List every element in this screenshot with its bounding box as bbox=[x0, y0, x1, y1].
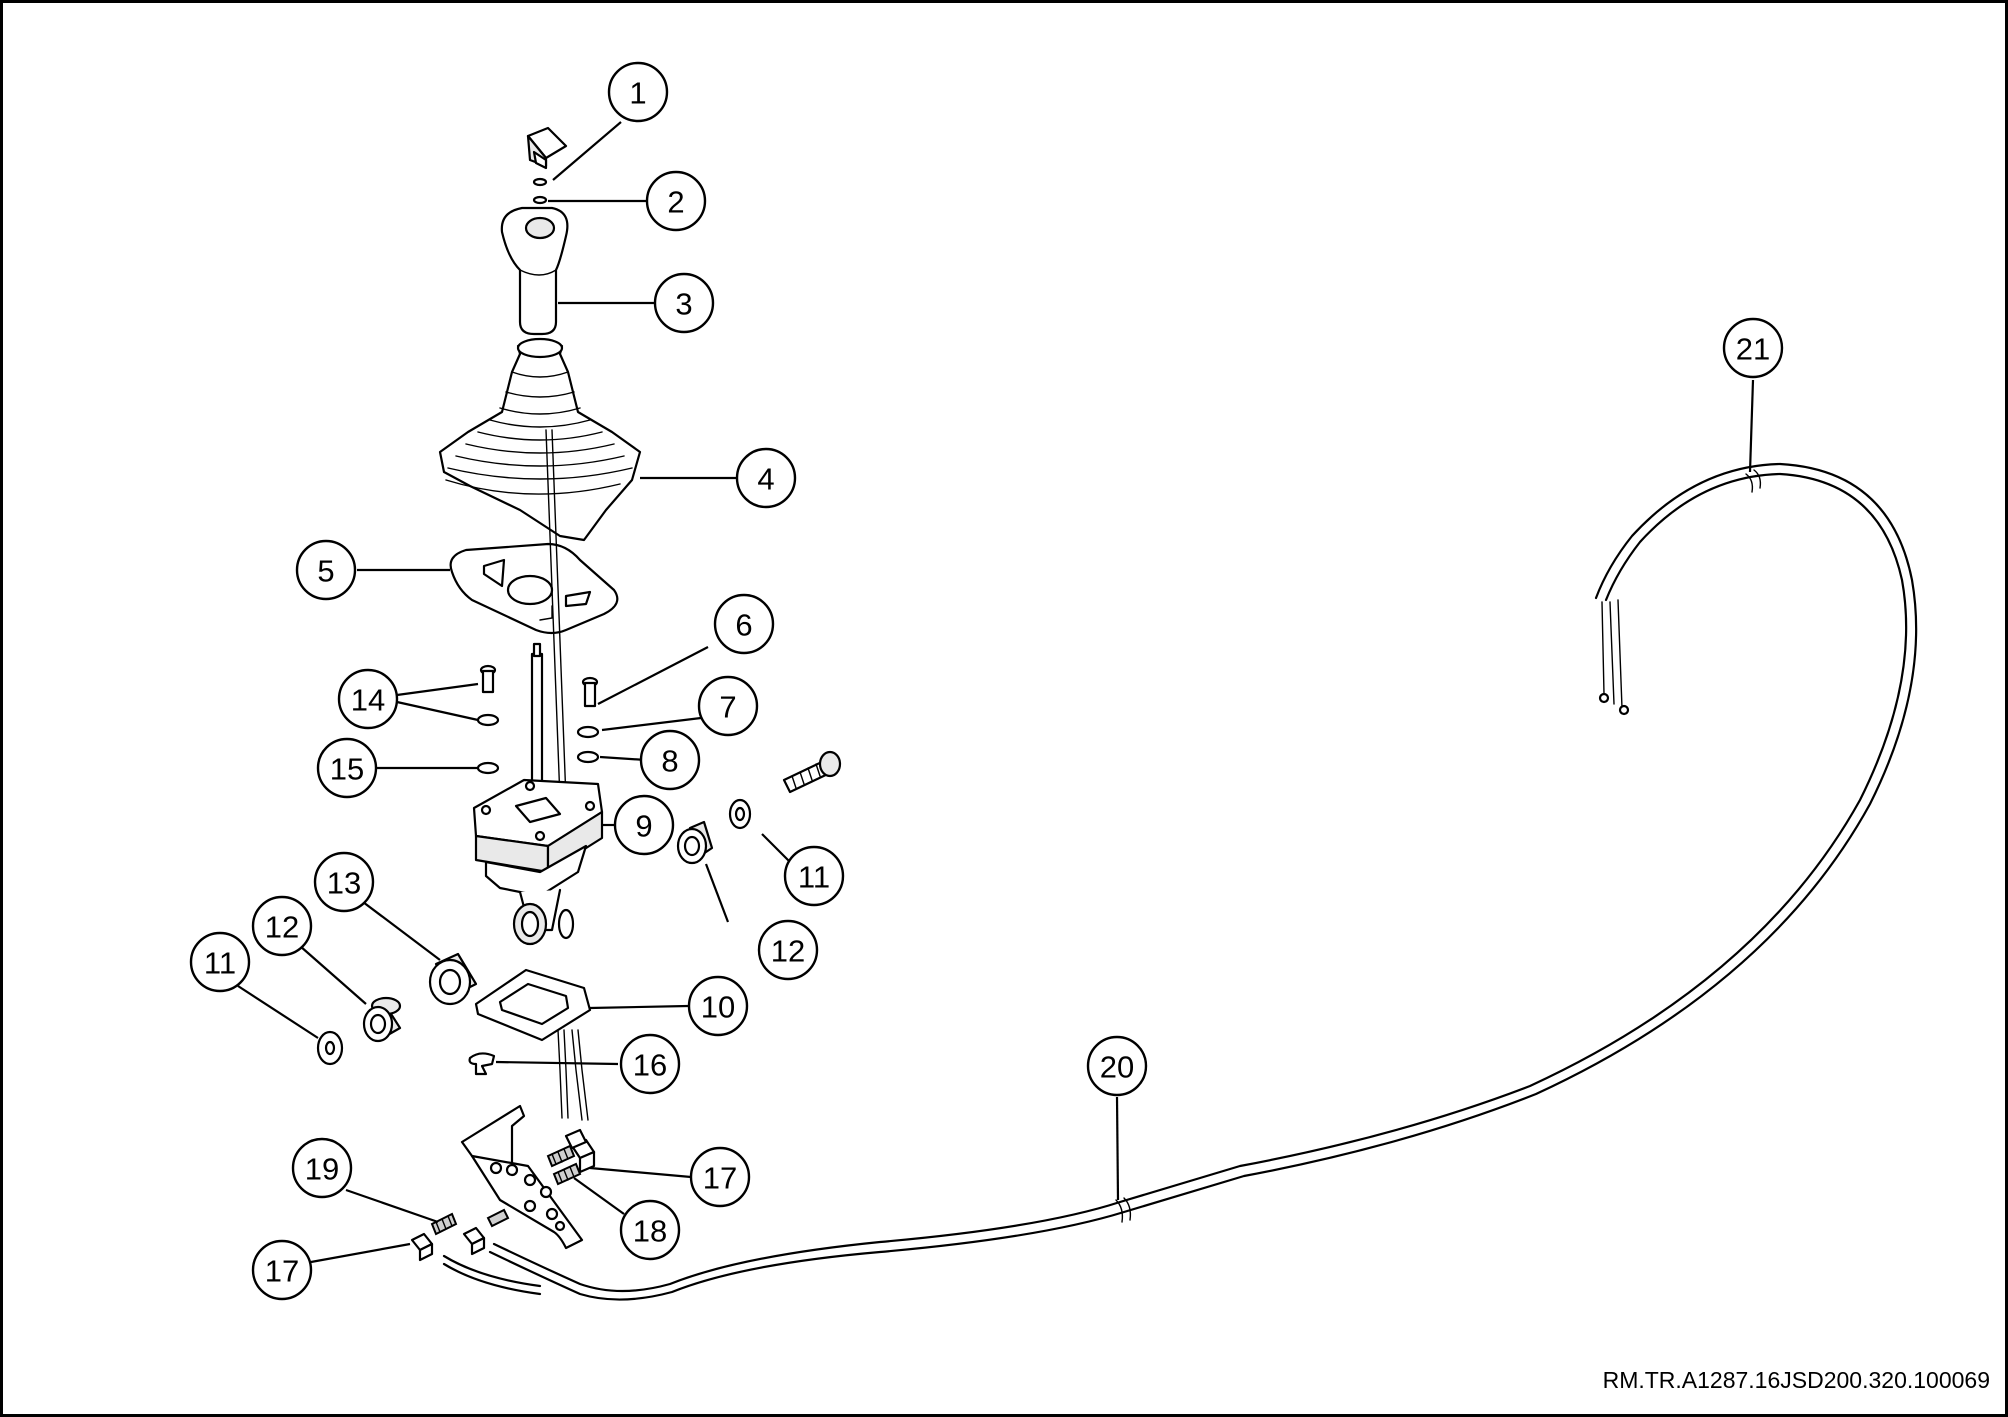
callout-8-label: 8 bbox=[661, 744, 678, 779]
part-bushing-12-left bbox=[362, 996, 402, 1043]
callout-21-label: 21 bbox=[1736, 332, 1770, 367]
callout-2-label: 2 bbox=[667, 185, 684, 220]
callout-7-label: 7 bbox=[719, 690, 736, 725]
callout-12-left-label: 12 bbox=[265, 910, 299, 945]
part-washer-15 bbox=[476, 761, 500, 775]
callout-12-right: 12 bbox=[757, 919, 819, 981]
callout-12-right-label: 12 bbox=[771, 934, 805, 969]
part-cable-bracket bbox=[460, 1104, 584, 1250]
callout-5: 5 bbox=[295, 539, 357, 601]
callout-13: 13 bbox=[313, 851, 375, 913]
callout-2: 2 bbox=[645, 170, 707, 232]
callout-6-label: 6 bbox=[735, 608, 752, 643]
part-small-o-ring bbox=[532, 177, 548, 205]
part-bushing-13 bbox=[428, 952, 478, 1006]
callout-8: 8 bbox=[639, 729, 701, 791]
callout-3: 3 bbox=[653, 272, 715, 334]
callout-19-label: 19 bbox=[305, 1152, 339, 1187]
reference-code: RM.TR.A1287.16JSD200.320.100069 bbox=[1603, 1367, 1990, 1393]
callout-5-label: 5 bbox=[317, 554, 334, 589]
callout-7: 7 bbox=[697, 675, 759, 737]
callout-11-left-label: 11 bbox=[204, 946, 236, 981]
part-cable-nut-upper bbox=[564, 1128, 596, 1174]
callout-15: 15 bbox=[316, 737, 378, 799]
callout-9: 9 bbox=[613, 794, 675, 856]
part-spring-19 bbox=[430, 1208, 510, 1236]
callout-leaders bbox=[237, 121, 1755, 1264]
part-shift-knob bbox=[500, 206, 569, 336]
callout-11-left: 11 bbox=[189, 931, 251, 993]
part-bushing-12-right bbox=[676, 820, 714, 865]
part-washer-14 bbox=[476, 713, 500, 727]
part-clip bbox=[468, 1052, 496, 1076]
part-shift-boot bbox=[438, 337, 642, 542]
callout-1: 1 bbox=[607, 61, 669, 123]
callout-10: 10 bbox=[687, 975, 749, 1037]
part-washer-11-right bbox=[728, 798, 752, 830]
callout-4-label: 4 bbox=[757, 462, 774, 497]
callouts: 1 2 3 4 5 6 7 8 9 10 11 11 12 12 13 14 1… bbox=[189, 61, 1784, 1301]
callout-20: 20 bbox=[1086, 1035, 1148, 1097]
callout-21: 21 bbox=[1722, 317, 1784, 379]
part-knob-cap bbox=[526, 126, 568, 170]
part-spring-upper bbox=[546, 1144, 582, 1186]
callout-14: 14 bbox=[337, 668, 399, 730]
part-washer-8 bbox=[576, 750, 600, 764]
callout-9-label: 9 bbox=[635, 809, 652, 844]
callout-18-label: 18 bbox=[633, 1214, 667, 1249]
callout-14-label: 14 bbox=[351, 683, 385, 718]
callout-12-left: 12 bbox=[251, 895, 313, 957]
part-cable-ends bbox=[557, 1029, 589, 1121]
part-shift-cable bbox=[442, 462, 1918, 1301]
callout-17-upper-label: 17 bbox=[703, 1161, 737, 1196]
callout-17-upper: 17 bbox=[689, 1146, 751, 1208]
callout-16-label: 16 bbox=[633, 1048, 667, 1083]
part-shifter-housing bbox=[472, 778, 604, 946]
part-cable-nut-lower bbox=[410, 1226, 486, 1262]
callout-11-right-label: 11 bbox=[798, 860, 830, 895]
part-gasket bbox=[474, 968, 592, 1042]
callout-10-label: 10 bbox=[701, 990, 735, 1025]
part-washer-7 bbox=[576, 725, 600, 739]
callout-18: 18 bbox=[619, 1199, 681, 1261]
part-bolt-left bbox=[479, 664, 497, 694]
callout-3-label: 3 bbox=[675, 287, 692, 322]
part-bolt-right bbox=[581, 676, 599, 708]
part-washer-11-left bbox=[316, 1030, 344, 1066]
callout-11-right: 11 bbox=[783, 845, 845, 907]
callout-15-label: 15 bbox=[330, 752, 364, 787]
callout-16: 16 bbox=[619, 1033, 681, 1095]
callout-13-label: 13 bbox=[327, 866, 361, 901]
callout-19: 19 bbox=[291, 1137, 353, 1199]
part-boot-retainer-plate bbox=[449, 542, 619, 635]
callout-20-label: 20 bbox=[1100, 1050, 1134, 1085]
part-pivot-bolt bbox=[782, 750, 842, 794]
callout-6: 6 bbox=[713, 593, 775, 655]
callout-1-label: 1 bbox=[629, 76, 646, 111]
callout-17-lower: 17 bbox=[251, 1239, 313, 1301]
callout-17-lower-label: 17 bbox=[265, 1254, 299, 1289]
callout-4: 4 bbox=[735, 447, 797, 509]
